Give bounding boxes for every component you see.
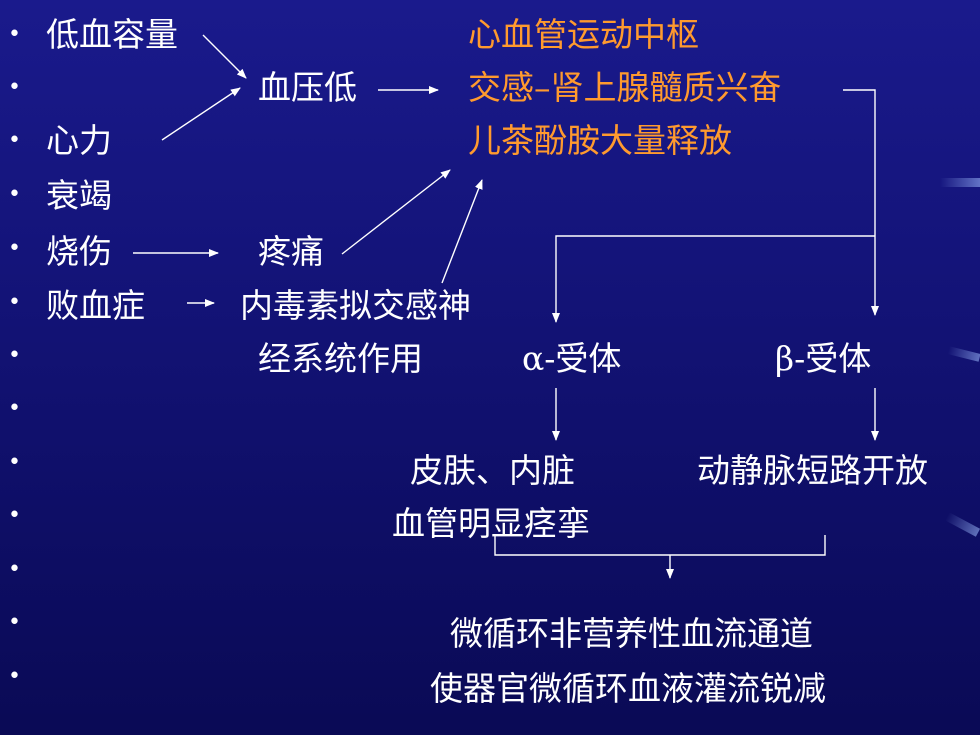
catecholamine-release: 儿茶酚胺大量释放 (468, 121, 732, 160)
beta-receptor: β-受体 (775, 339, 872, 378)
cause-low-blood-volume: 低血容量 (46, 15, 178, 54)
cause-heart: 心力 (46, 121, 112, 160)
cause-failure: 衰竭 (46, 176, 112, 215)
line-sympathetic-to-beta (843, 89, 879, 316)
bullet: • (8, 664, 21, 689)
pain: 疼痛 (258, 232, 324, 271)
vasospasm: 血管明显痉挛 (392, 504, 590, 543)
bullet: • (8, 236, 21, 261)
av-shunt-open: 动静脉短路开放 (697, 451, 928, 490)
decor-streak (940, 178, 980, 187)
line-branch-to-alpha (552, 235, 875, 323)
bullet: • (8, 128, 21, 153)
bullet: • (8, 396, 21, 421)
endotoxin-line1: 内毒素拟交感神 (240, 286, 471, 325)
bullet: • (8, 182, 21, 207)
sympathetic-excitation: 交感–肾上腺髓质兴奋 (468, 68, 782, 107)
arrow-heart-to-bp (161, 87, 241, 141)
result-line2: 使器官微循环血液灌流锐减 (430, 669, 826, 708)
bullet: • (8, 75, 21, 100)
bullet: • (8, 22, 21, 47)
skin-viscera: 皮肤、内脏 (410, 451, 575, 490)
result-line1: 微循环非营养性血流通道 (450, 614, 813, 653)
endotoxin-line2: 经系统作用 (258, 339, 423, 378)
bullet: • (8, 290, 21, 315)
arrow-endotoxin-to-catecholamine (441, 179, 483, 284)
cardiovascular-center: 心血管运动中枢 (468, 15, 699, 54)
cause-burn: 烧伤 (46, 232, 112, 271)
bullet: • (8, 503, 21, 528)
cause-sepsis: 败血症 (46, 286, 145, 325)
arrow-pain-to-catecholamine (341, 169, 451, 255)
bullet: • (8, 450, 21, 475)
low-blood-pressure: 血压低 (258, 68, 357, 107)
arrow-volume-to-bp (202, 34, 247, 79)
alpha-receptor: α-受体 (522, 339, 622, 378)
line-effects-bracket (494, 535, 826, 556)
bullet: • (8, 343, 21, 368)
bullet: • (8, 610, 21, 635)
bullet: • (8, 557, 21, 582)
